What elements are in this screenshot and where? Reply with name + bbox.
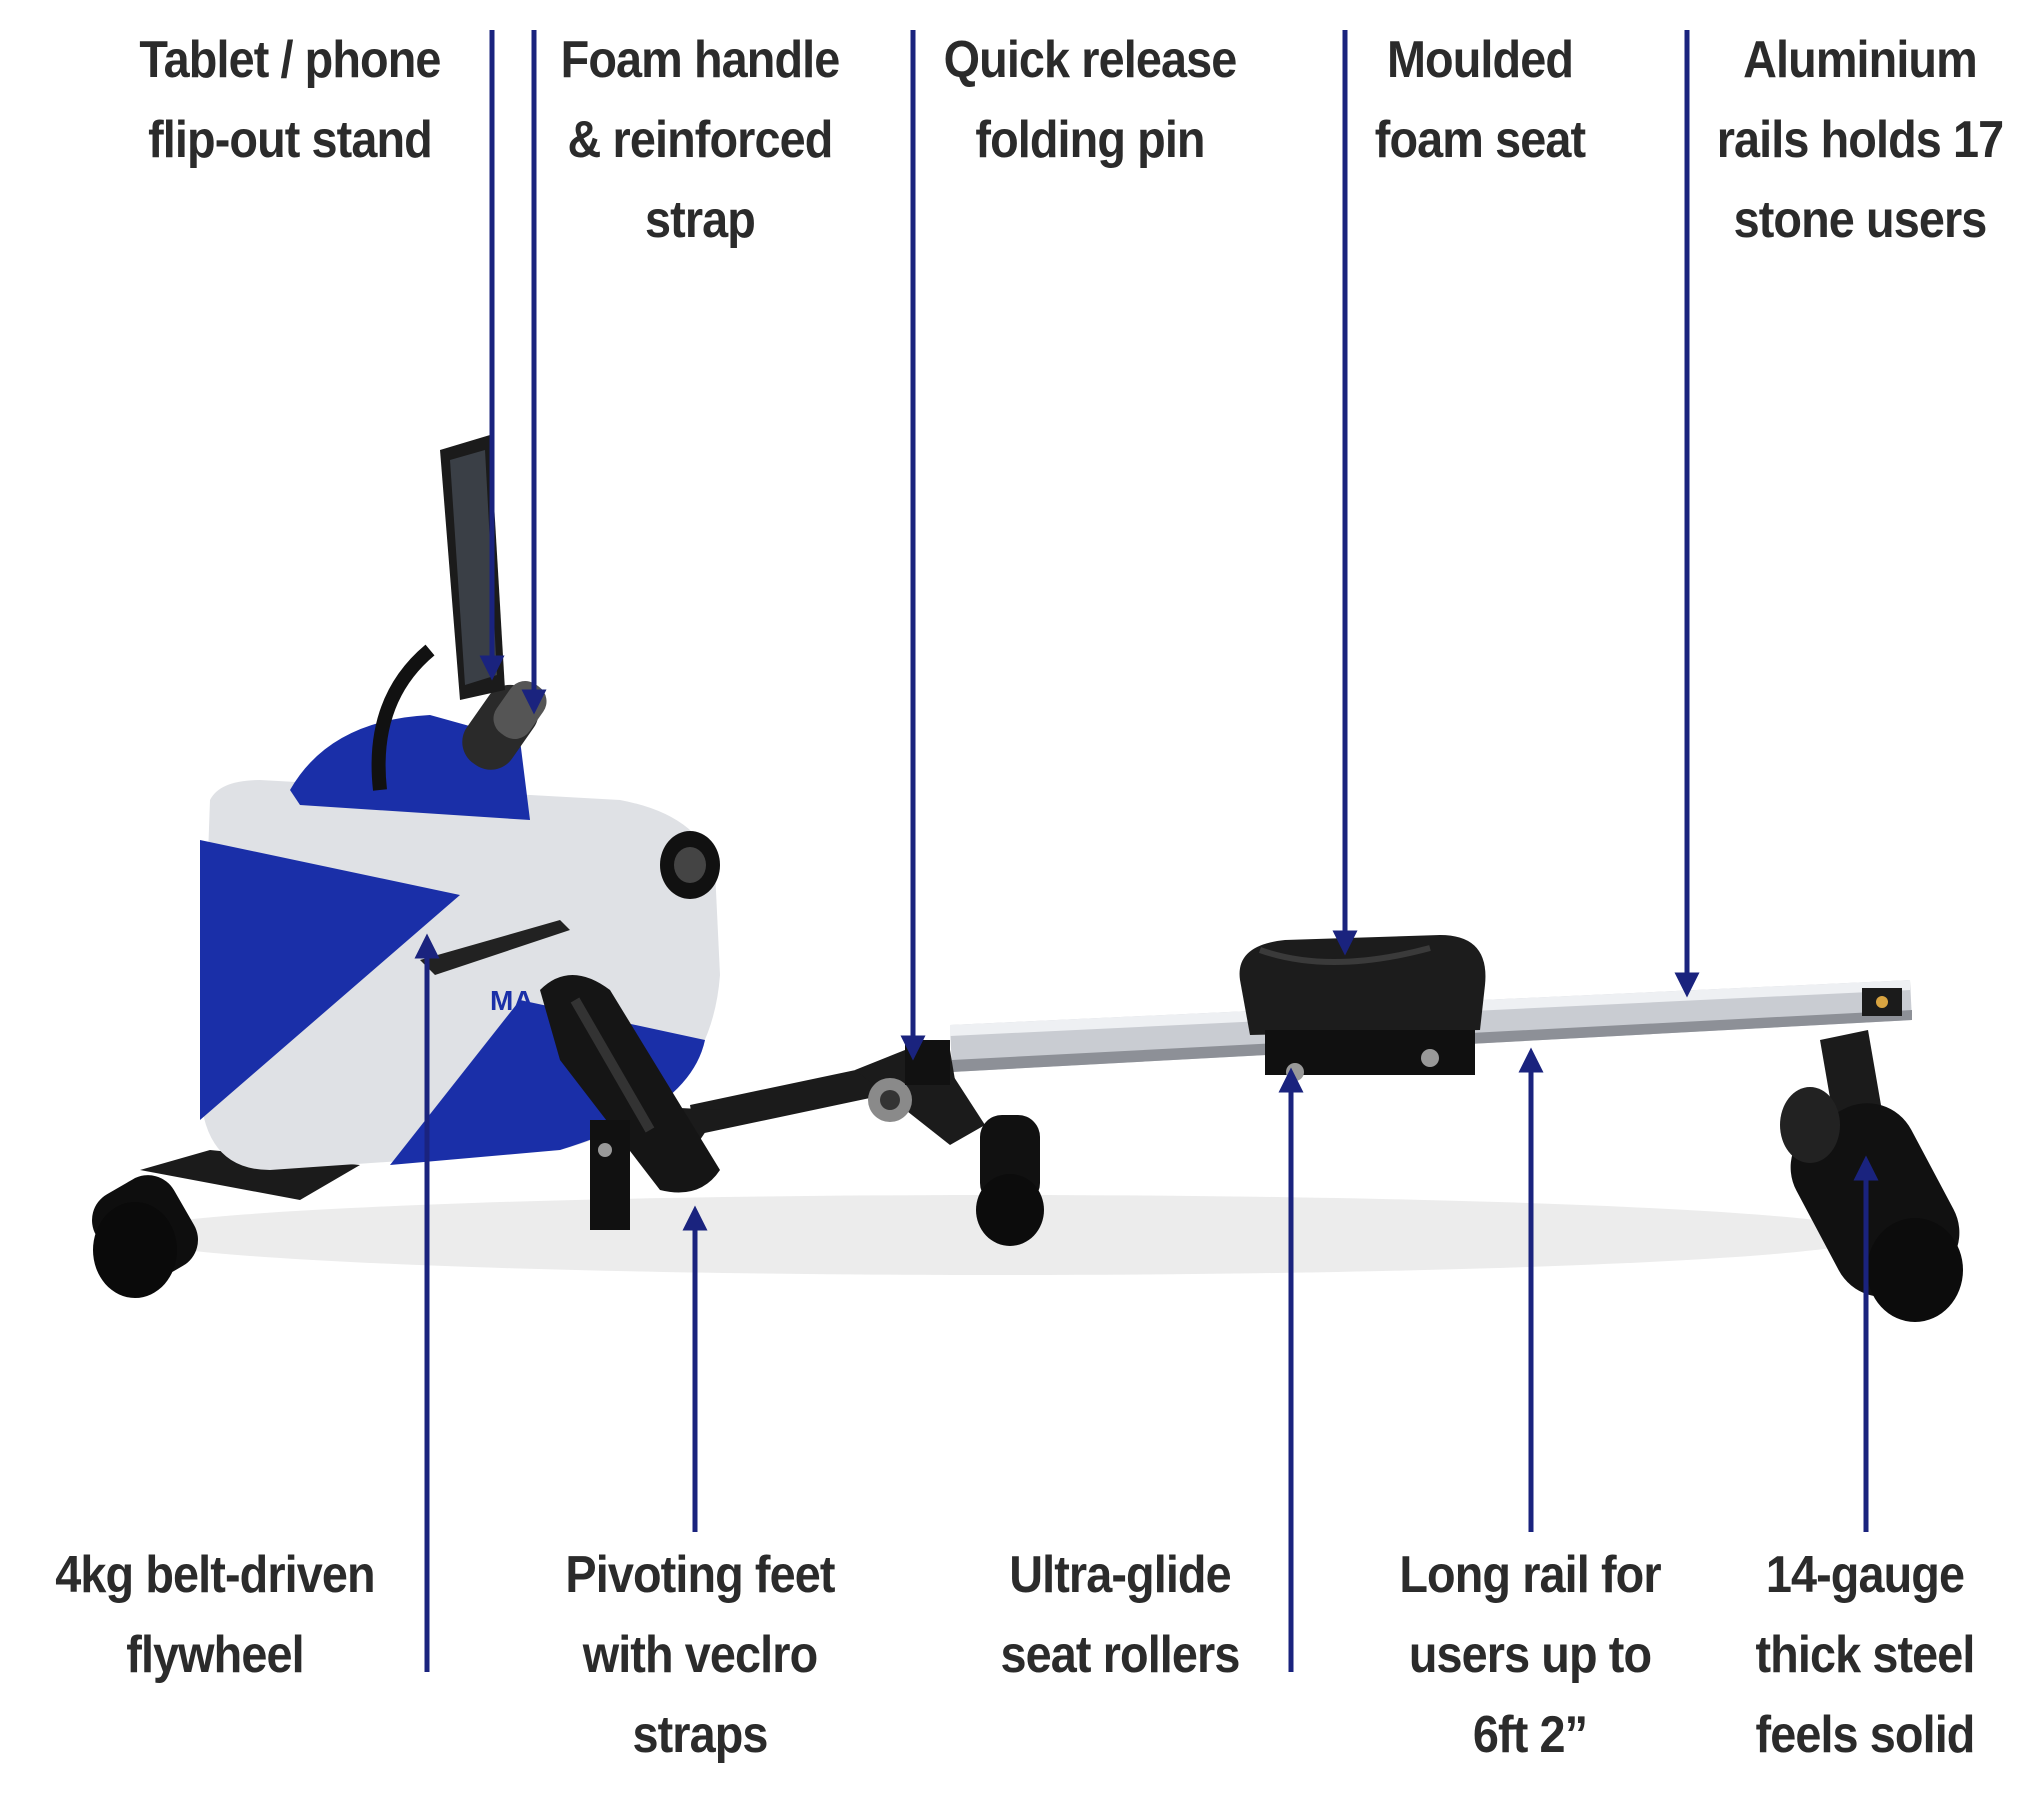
label-line: Long rail for xyxy=(1399,1546,1661,1604)
label-line: Foam handle xyxy=(560,31,841,89)
label-line: Ultra-glide xyxy=(1009,1546,1231,1604)
label-line: rails holds 17 xyxy=(1716,111,2004,169)
label-line: strap xyxy=(645,191,756,249)
folding-frame xyxy=(690,1040,1044,1246)
label-long-rail: Long rail for users up to 6ft 2” xyxy=(1382,1535,1679,1775)
label-line: straps xyxy=(632,1706,768,1764)
label-line: 4kg belt-driven xyxy=(55,1546,375,1604)
label-line: flip-out stand xyxy=(148,111,433,169)
label-foam-seat: Moulded foam seat xyxy=(1359,20,1602,180)
label-line: Aluminium xyxy=(1743,31,1978,89)
label-line: folding pin xyxy=(975,111,1205,169)
label-line: thick steel xyxy=(1755,1626,1975,1684)
label-tablet-stand: Tablet / phone flip-out stand xyxy=(119,20,461,180)
label-line: stone users xyxy=(1733,191,1988,249)
label-pivoting-feet: Pivoting feet with veclro straps xyxy=(547,1535,853,1775)
label-line: Moulded xyxy=(1386,31,1574,89)
label-foam-handle: Foam handle & reinforced strap xyxy=(556,20,844,260)
tablet-stand xyxy=(371,435,505,791)
foot-pedal xyxy=(540,975,720,1230)
label-line: Tablet / phone xyxy=(139,31,441,89)
label-line: flywheel xyxy=(126,1626,304,1684)
label-line: users up to xyxy=(1408,1626,1652,1684)
label-line: Quick release xyxy=(943,31,1238,89)
label-line: foam seat xyxy=(1374,111,1586,169)
rear-stabilizer xyxy=(1780,1030,1963,1322)
label-flywheel: 4kg belt-driven flywheel xyxy=(35,1535,395,1695)
label-line: & reinforced xyxy=(567,111,834,169)
label-line: 14-gauge xyxy=(1765,1546,1965,1604)
label-aluminium-rails: Aluminium rails holds 17 stone users xyxy=(1707,20,2013,260)
logo-text: MA xyxy=(490,985,534,1016)
label-steel-gauge: 14-gauge thick steel feels solid xyxy=(1735,1535,1996,1775)
label-folding-pin: Quick release folding pin xyxy=(937,20,1243,180)
label-seat-rollers: Ultra-glide seat rollers xyxy=(981,1535,1260,1695)
label-line: feels solid xyxy=(1755,1706,1976,1764)
label-line: 6ft 2” xyxy=(1472,1706,1588,1764)
label-line: seat rollers xyxy=(1000,1626,1241,1684)
label-line: with veclro xyxy=(582,1626,818,1684)
label-line: Pivoting feet xyxy=(565,1546,835,1604)
